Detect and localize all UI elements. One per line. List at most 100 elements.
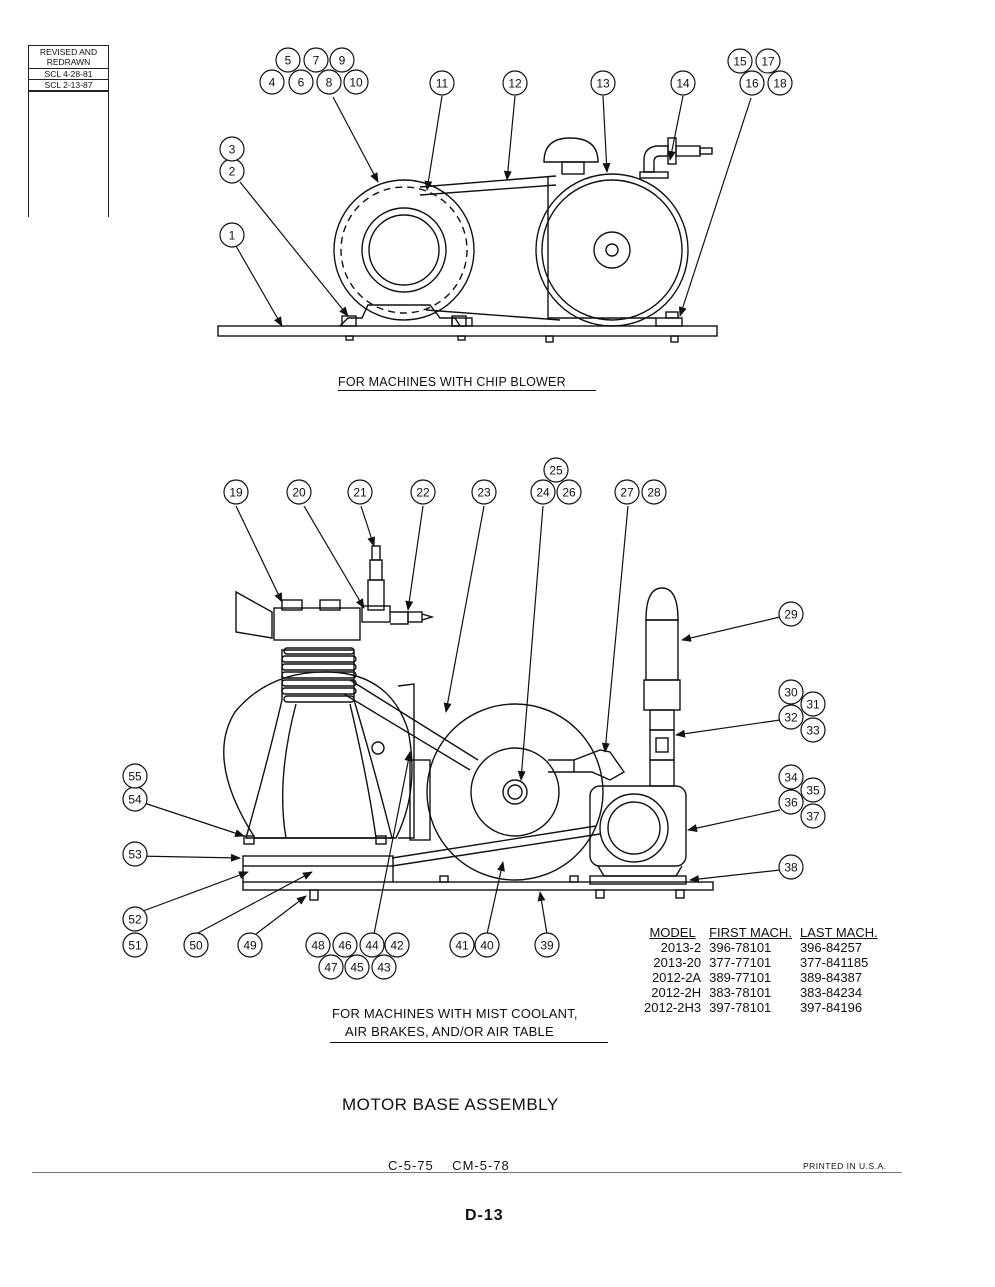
table-cell: 2012-2H	[651, 985, 702, 1000]
callout-33: 33	[800, 717, 826, 743]
callout-number: 49	[243, 939, 257, 953]
callout-number: 30	[784, 686, 798, 700]
callout-number: 46	[338, 939, 352, 953]
callout-number: 48	[311, 939, 325, 953]
air-filter	[543, 137, 599, 163]
callout-number: 36	[784, 796, 798, 810]
callout-number: 13	[596, 77, 610, 91]
callout-26: 26	[556, 479, 582, 505]
callout-circle	[259, 69, 285, 95]
callout-circle	[384, 932, 410, 958]
callout-circle	[543, 457, 569, 483]
callout-28: 28	[641, 479, 667, 505]
callout-31: 31	[800, 691, 826, 717]
callout-14: 14	[670, 70, 696, 96]
callout-number: 40	[480, 939, 494, 953]
callout-circle	[343, 69, 369, 95]
revision-header: REVISED AND REDRAWN	[29, 45, 108, 69]
table-cell: 2013-2	[660, 940, 702, 955]
callout-number: 11	[436, 77, 449, 91]
callout-27: 27	[614, 479, 640, 505]
callout-number: 52	[128, 913, 142, 927]
callout-number: 10	[349, 76, 363, 90]
callout-number: 19	[229, 486, 243, 500]
callout-49: 49	[237, 932, 263, 958]
callout-29: 29	[778, 601, 804, 627]
callout-number: 43	[377, 961, 391, 975]
callout-number: 34	[784, 771, 798, 785]
callout-circle	[219, 136, 245, 162]
callout-number: 41	[455, 939, 469, 953]
belt-upper	[349, 679, 479, 761]
callout-circle	[502, 70, 528, 96]
callout-circle	[778, 601, 804, 627]
table-header-last: LAST MACH.	[799, 925, 878, 940]
callout-number: 20	[292, 486, 306, 500]
callout-20: 20	[286, 479, 312, 505]
callout-circle	[778, 679, 804, 705]
belt-top	[419, 175, 557, 188]
callout-number: 9	[339, 54, 346, 68]
callout-51: 51	[122, 932, 148, 958]
callout-1: 1	[219, 222, 245, 248]
cylinder-head	[273, 607, 361, 641]
callout-55: 55	[122, 763, 148, 789]
callout-circle	[183, 932, 209, 958]
callout-44: 44	[359, 932, 385, 958]
callout-38: 38	[778, 854, 804, 880]
callout-52: 52	[122, 906, 148, 932]
callout-30: 30	[778, 679, 804, 705]
callout-circle	[778, 704, 804, 730]
printed-note: PRINTED IN U.S.A.	[803, 1161, 887, 1171]
elbow-fitting	[643, 145, 669, 173]
callout-number: 7	[313, 54, 320, 68]
callout-circle	[410, 479, 436, 505]
callout-circle	[800, 777, 826, 803]
callout-circle	[303, 47, 329, 73]
callout-number: 50	[189, 939, 203, 953]
callout-46: 46	[332, 932, 358, 958]
leader-lines	[134, 95, 781, 935]
callout-number: 21	[353, 486, 367, 500]
revision-block: REVISED AND REDRAWN SCL 4-28-81 SCL 2-13…	[28, 45, 109, 217]
callout-number: 32	[784, 711, 798, 725]
compressor-body	[245, 649, 393, 839]
callout-45: 45	[344, 954, 370, 980]
callout-circle	[778, 854, 804, 880]
callout-number: 38	[784, 861, 798, 875]
table-cell: 377-77101	[709, 955, 772, 970]
callout-25: 25	[543, 457, 569, 483]
callout-circle	[534, 932, 560, 958]
cooling-fins	[281, 647, 357, 703]
top-caption: FOR MACHINES WITH CHIP BLOWER	[338, 375, 566, 389]
table-cell: 377-841185	[799, 955, 869, 970]
callout-number: 55	[128, 770, 142, 784]
callout-10: 10	[343, 69, 369, 95]
callout-number: 45	[350, 961, 364, 975]
callout-circle	[471, 479, 497, 505]
callout-41: 41	[449, 932, 475, 958]
motor-pulley-hidden	[340, 186, 468, 314]
callout-19: 19	[223, 479, 249, 505]
callout-circle	[590, 70, 616, 96]
callout-16: 16	[739, 70, 765, 96]
table-cell: 397-84196	[799, 1000, 863, 1015]
callout-number: 53	[128, 848, 142, 862]
callout-circle	[474, 932, 500, 958]
top-caption-underline	[338, 390, 596, 391]
top-drawing	[217, 137, 718, 343]
callout-42: 42	[384, 932, 410, 958]
callout-number: 24	[536, 486, 550, 500]
table-cell: 2013-20	[653, 955, 702, 970]
assembly-title: MOTOR BASE ASSEMBLY	[342, 1095, 559, 1114]
callout-23: 23	[471, 479, 497, 505]
callout-circle	[316, 69, 342, 95]
callout-circle	[305, 932, 331, 958]
callout-number: 12	[508, 77, 522, 91]
callout-4: 4	[259, 69, 285, 95]
callout-number: 51	[128, 939, 142, 953]
callout-number: 29	[784, 608, 798, 622]
table-row: 2013-20 377-77101 377-841185	[640, 955, 882, 970]
callout-number: 5	[285, 54, 292, 68]
table-row: 2012-2H3 397-78101 397-84196	[640, 1000, 882, 1015]
